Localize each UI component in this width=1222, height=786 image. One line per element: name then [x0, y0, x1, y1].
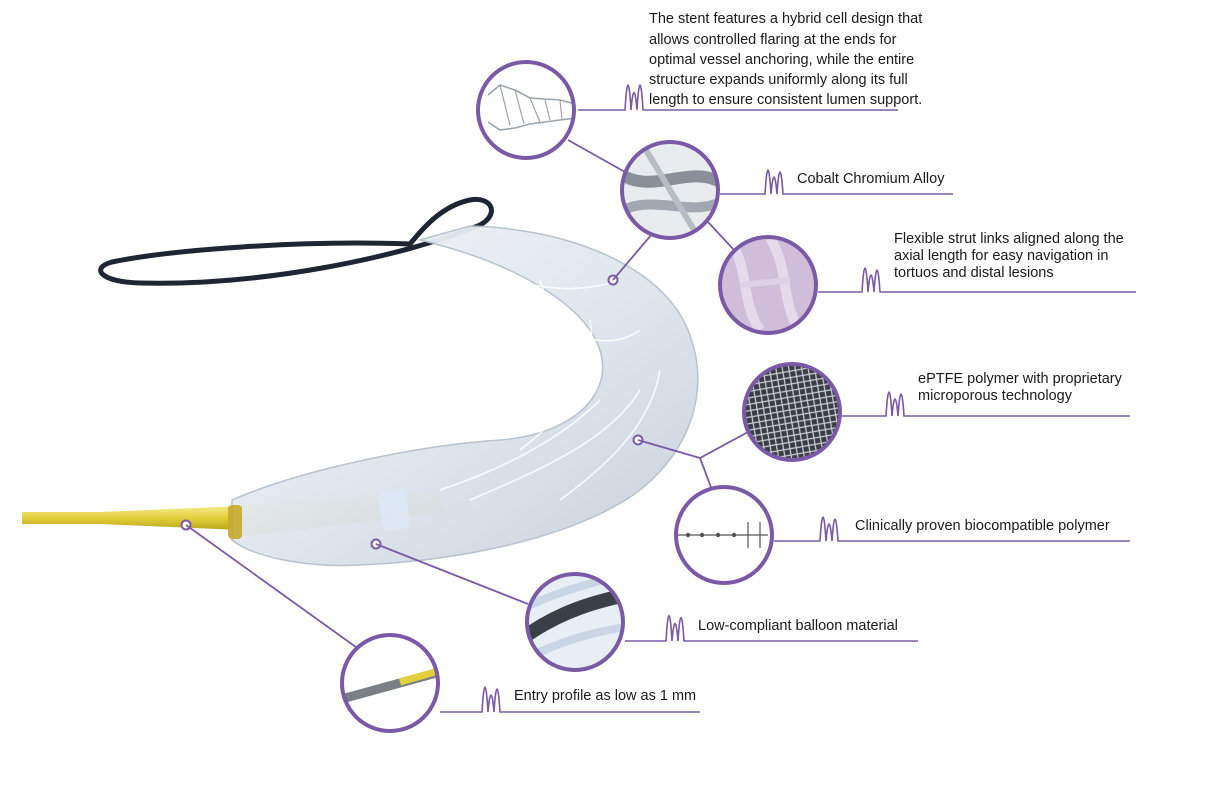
pulse-marks [440, 84, 1136, 713]
callout-label-entry: Entry profile as low as 1 mm [514, 688, 696, 704]
callout-circle-hybrid-cell [476, 60, 576, 160]
label-line: optimal vessel anchoring, while the enti… [649, 52, 914, 68]
callout-label-biopolymer: Clinically proven biocompatible polymer [855, 518, 1110, 534]
strut-links-icon [720, 237, 816, 333]
label-line: tortuos and distal lesions [894, 265, 1054, 281]
callout-label-balloon: Low-compliant balloon material [698, 618, 898, 634]
polymer-formula-icon [678, 522, 768, 548]
callout-label-hybrid-cell: The stent features a hybrid cell design … [649, 11, 922, 108]
callout-label-eptfe: ePTFE polymer with proprietary microporo… [918, 371, 1123, 404]
label-line: Cobalt Chromium Alloy [797, 171, 945, 187]
callout-circle-alloy [620, 140, 720, 240]
callout-circle-strut-links [718, 235, 818, 335]
stent-balloon [228, 225, 699, 567]
callout-circle-entry [340, 633, 440, 733]
label-line: Entry profile as low as 1 mm [514, 688, 696, 704]
label-line: ePTFE polymer with proprietary [918, 371, 1123, 387]
eptfe-micrograph-icon [744, 364, 840, 460]
callout-label-alloy: Cobalt Chromium Alloy [797, 171, 945, 187]
label-line: length to ensure consistent lumen suppor… [649, 92, 922, 108]
stent-flare-icon [487, 84, 574, 131]
catheter-loop [98, 196, 494, 286]
callout-circle-biopolymer [674, 485, 774, 585]
label-line: allows controlled flaring at the ends fo… [649, 32, 897, 48]
connector-lines [185, 139, 749, 651]
label-line: structure expands uniformly along its fu… [649, 72, 908, 88]
callout-circle-eptfe [742, 362, 842, 462]
label-line: The stent features a hybrid cell design … [649, 11, 922, 27]
callout-label-strut-links: Flexible strut links aligned along the a… [894, 231, 1124, 281]
label-line: microporous technology [918, 388, 1073, 404]
label-line: Low-compliant balloon material [698, 618, 898, 634]
callout-circle-balloon [525, 572, 625, 672]
label-line: Clinically proven biocompatible polymer [855, 518, 1110, 534]
label-line: axial length for easy navigation in [894, 248, 1108, 264]
label-line: Flexible strut links aligned along the [894, 231, 1124, 247]
